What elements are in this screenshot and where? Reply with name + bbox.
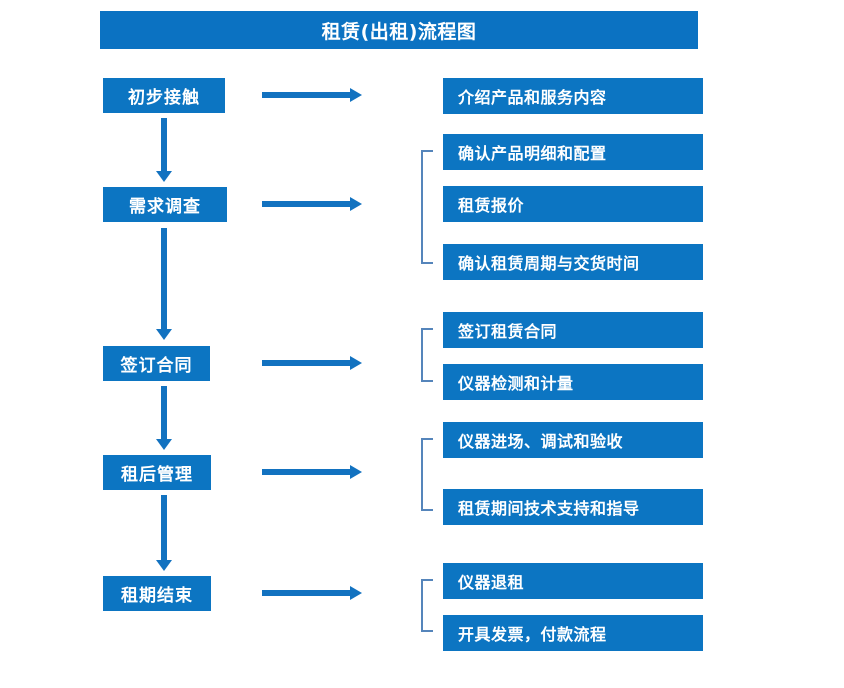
stage-box[interactable]: 需求调查 <box>103 187 227 222</box>
detail-box[interactable]: 租赁报价 <box>443 186 703 222</box>
bracket-spine <box>421 150 423 264</box>
detail-box[interactable]: 签订租赁合同 <box>443 312 703 348</box>
bracket-spine <box>421 579 423 632</box>
group-bracket <box>421 328 435 382</box>
arrow-right-icon <box>262 465 362 479</box>
arrow-shaft <box>262 469 351 475</box>
arrow-head <box>156 560 172 571</box>
detail-box[interactable]: 开具发票，付款流程 <box>443 615 703 651</box>
bracket-stub-top <box>421 438 433 440</box>
arrow-head <box>350 356 362 370</box>
bracket-stub-bottom <box>421 630 433 632</box>
arrow-down-icon <box>156 495 172 571</box>
arrow-right-icon <box>262 197 362 211</box>
group-bracket <box>421 438 435 511</box>
detail-box[interactable]: 仪器退租 <box>443 563 703 599</box>
arrow-shaft <box>262 360 351 366</box>
page-title: 租赁(出租)流程图 <box>100 11 698 49</box>
stage-box[interactable]: 租后管理 <box>103 455 211 490</box>
arrow-shaft <box>161 495 167 561</box>
bracket-stub-bottom <box>421 380 433 382</box>
arrow-shaft <box>161 118 167 172</box>
group-bracket <box>421 579 435 632</box>
arrow-right-icon <box>262 88 362 102</box>
arrow-shaft <box>161 228 167 330</box>
group-bracket <box>421 150 435 264</box>
bracket-spine <box>421 328 423 382</box>
bracket-stub-top <box>421 328 433 330</box>
arrow-head <box>156 171 172 182</box>
bracket-spine <box>421 438 423 511</box>
arrow-down-icon <box>156 228 172 340</box>
arrow-head <box>156 439 172 450</box>
arrow-head <box>156 329 172 340</box>
arrow-head <box>350 586 362 600</box>
arrow-shaft <box>262 590 351 596</box>
bracket-stub-top <box>421 150 433 152</box>
arrow-right-icon <box>262 356 362 370</box>
arrow-head <box>350 465 362 479</box>
bracket-stub-bottom <box>421 509 433 511</box>
detail-box[interactable]: 仪器进场、调试和验收 <box>443 422 703 458</box>
bracket-stub-bottom <box>421 262 433 264</box>
arrow-down-icon <box>156 118 172 182</box>
detail-box[interactable]: 仪器检测和计量 <box>443 364 703 400</box>
arrow-head <box>350 197 362 211</box>
stage-box[interactable]: 租期结束 <box>103 576 211 611</box>
detail-box[interactable]: 介绍产品和服务内容 <box>443 78 703 114</box>
bracket-stub-top <box>421 579 433 581</box>
arrow-shaft <box>262 201 351 207</box>
detail-box[interactable]: 确认产品明细和配置 <box>443 134 703 170</box>
arrow-right-icon <box>262 586 362 600</box>
stage-box[interactable]: 初步接触 <box>103 78 225 113</box>
arrow-head <box>350 88 362 102</box>
detail-box[interactable]: 租赁期间技术支持和指导 <box>443 489 703 525</box>
arrow-shaft <box>262 92 351 98</box>
arrow-shaft <box>161 386 167 440</box>
detail-box[interactable]: 确认租赁周期与交货时间 <box>443 244 703 280</box>
arrow-down-icon <box>156 386 172 450</box>
stage-box[interactable]: 签订合同 <box>103 346 210 381</box>
